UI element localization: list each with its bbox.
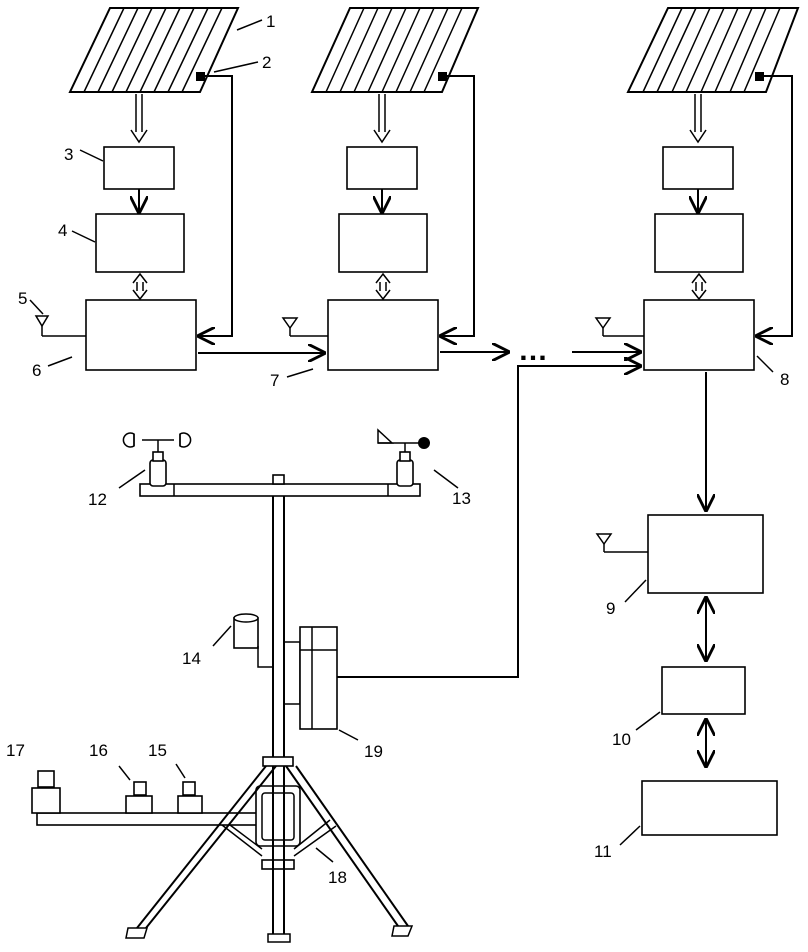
panel-sensor-2 xyxy=(438,72,447,81)
solar-panel-2 xyxy=(312,8,478,92)
label-9: 9 xyxy=(606,599,615,618)
bidir-arrow-2 xyxy=(376,274,390,299)
label-3: 3 xyxy=(64,145,73,164)
solar-panel-1 xyxy=(70,8,238,92)
solar-panel-3 xyxy=(628,8,798,92)
reference-labels: 1 2 3 4 5 6 7 8 9 10 11 12 13 14 15 16 1… xyxy=(6,12,789,887)
wind-vane-13 xyxy=(378,430,430,486)
sensor-16 xyxy=(126,782,152,813)
label-4: 4 xyxy=(58,221,67,240)
ellipsis: … xyxy=(518,334,548,367)
battery-box-18 xyxy=(256,786,300,869)
controller-7 xyxy=(328,300,438,370)
box-10 xyxy=(662,667,745,714)
power-arrow-2 xyxy=(374,94,390,142)
box-4-unit-2 xyxy=(339,214,427,272)
label-1: 1 xyxy=(266,12,275,31)
label-13: 13 xyxy=(452,489,471,508)
label-16: 16 xyxy=(89,741,108,760)
label-12: 12 xyxy=(88,490,107,509)
box-9 xyxy=(648,515,763,593)
label-6: 6 xyxy=(32,361,41,380)
bidir-arrow-1 xyxy=(133,274,147,299)
label-8: 8 xyxy=(780,370,789,389)
tripod-clamp-bottom xyxy=(262,860,294,869)
box-3-unit-2 xyxy=(347,147,417,189)
antenna-5 xyxy=(36,316,86,336)
label-15: 15 xyxy=(148,741,167,760)
link-19-8 xyxy=(337,366,640,677)
box-3 xyxy=(104,147,174,189)
panel-sensor-3 xyxy=(755,72,764,81)
label-7: 7 xyxy=(270,371,279,390)
box-4 xyxy=(96,214,184,272)
panel-sensor-1 xyxy=(196,72,205,81)
label-2: 2 xyxy=(262,53,271,72)
box-4-unit-3 xyxy=(655,214,743,272)
antenna-unit-2 xyxy=(283,318,328,336)
label-19: 19 xyxy=(364,742,383,761)
tripod-clamp-top xyxy=(263,757,293,766)
antenna-9 xyxy=(597,534,648,552)
controller-8 xyxy=(644,300,754,370)
label-5: 5 xyxy=(18,289,27,308)
box-11 xyxy=(642,781,777,835)
label-11: 11 xyxy=(594,842,612,861)
antenna-unit-3 xyxy=(596,318,644,336)
sensor-17 xyxy=(32,771,60,813)
logger-box-19 xyxy=(284,627,337,729)
label-17: 17 xyxy=(6,741,25,760)
power-arrow-3 xyxy=(690,94,706,142)
rain-gauge-14 xyxy=(234,614,273,667)
label-18: 18 xyxy=(328,868,347,887)
controller-6 xyxy=(86,300,196,370)
label-10: 10 xyxy=(612,730,631,749)
sensor-15 xyxy=(178,782,202,813)
bidir-arrow-3 xyxy=(692,274,706,299)
weather-crossbar xyxy=(140,475,420,496)
weather-mast xyxy=(273,496,284,760)
box-3-unit-3 xyxy=(663,147,733,189)
label-14: 14 xyxy=(182,649,201,668)
power-arrow-1 xyxy=(131,94,147,142)
